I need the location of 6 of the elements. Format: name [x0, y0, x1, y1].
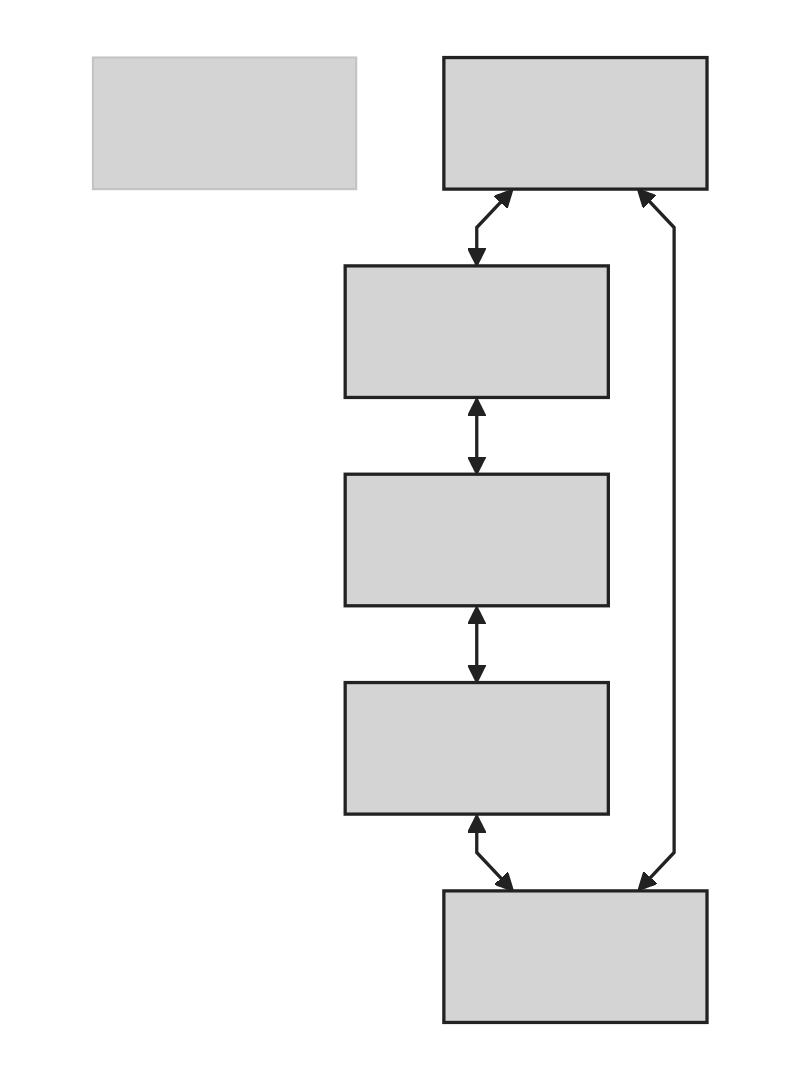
process-box [441, 889, 709, 1025]
process-box [343, 472, 610, 608]
process-box [343, 680, 610, 816]
header-band [91, 56, 357, 191]
process-box [441, 55, 709, 191]
process-box [343, 264, 610, 400]
